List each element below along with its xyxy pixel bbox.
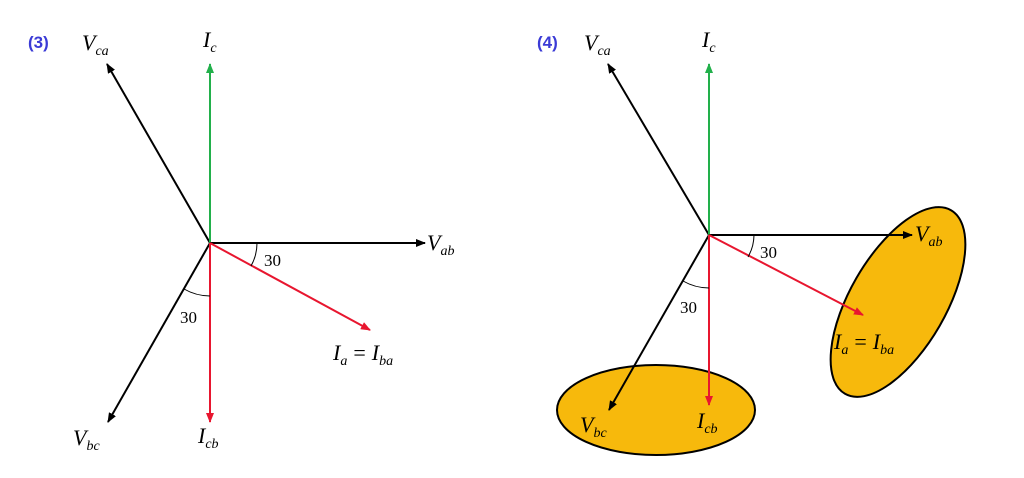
vab-label: Vab [915,221,942,250]
ic-label: Ic [701,27,716,56]
vbc-label: Vbc [73,425,100,454]
vbc-vector [107,242,211,423]
vca-label: Vca [82,30,109,59]
vca-vector [106,63,211,244]
angle-arc-bc [682,280,710,289]
angle-label-bc: 30 [180,308,197,327]
vab-label: Vab [427,230,454,259]
angle-arc-ab [747,234,755,258]
vca-vector [607,63,710,236]
ia-eq-iba-label: Ia=Iba [332,340,393,369]
highlight-ellipse-bottom [556,364,756,456]
highlight-ellipse-right [829,206,967,398]
panel-label: (4) [537,33,558,52]
ia-eq-iba-label: Ia=Iba [833,329,894,358]
icb-label: Icb [696,408,718,437]
angle-arc-ab [250,242,258,267]
ia-vector [708,234,864,316]
angle-label-ab: 30 [760,243,777,262]
ia-vector [209,242,371,331]
vbc-vector [608,234,710,411]
ic-label: Ic [202,27,217,56]
panel-label: (3) [28,33,49,52]
angle-arc-bc [183,288,211,297]
angle-label-bc: 30 [680,298,697,317]
vca-label: Vca [584,30,611,59]
angle-label-ab: 30 [264,251,281,270]
panel-4: (4) 30 30 Vca Ic Vab Ia=Iba Vbc Icb [537,27,967,456]
icb-label: Icb [197,423,219,452]
panel-3: (3) 30 30 Vca Ic Vab Ia=Iba Vbc Icb [28,27,454,454]
vbc-label: Vbc [580,412,607,441]
